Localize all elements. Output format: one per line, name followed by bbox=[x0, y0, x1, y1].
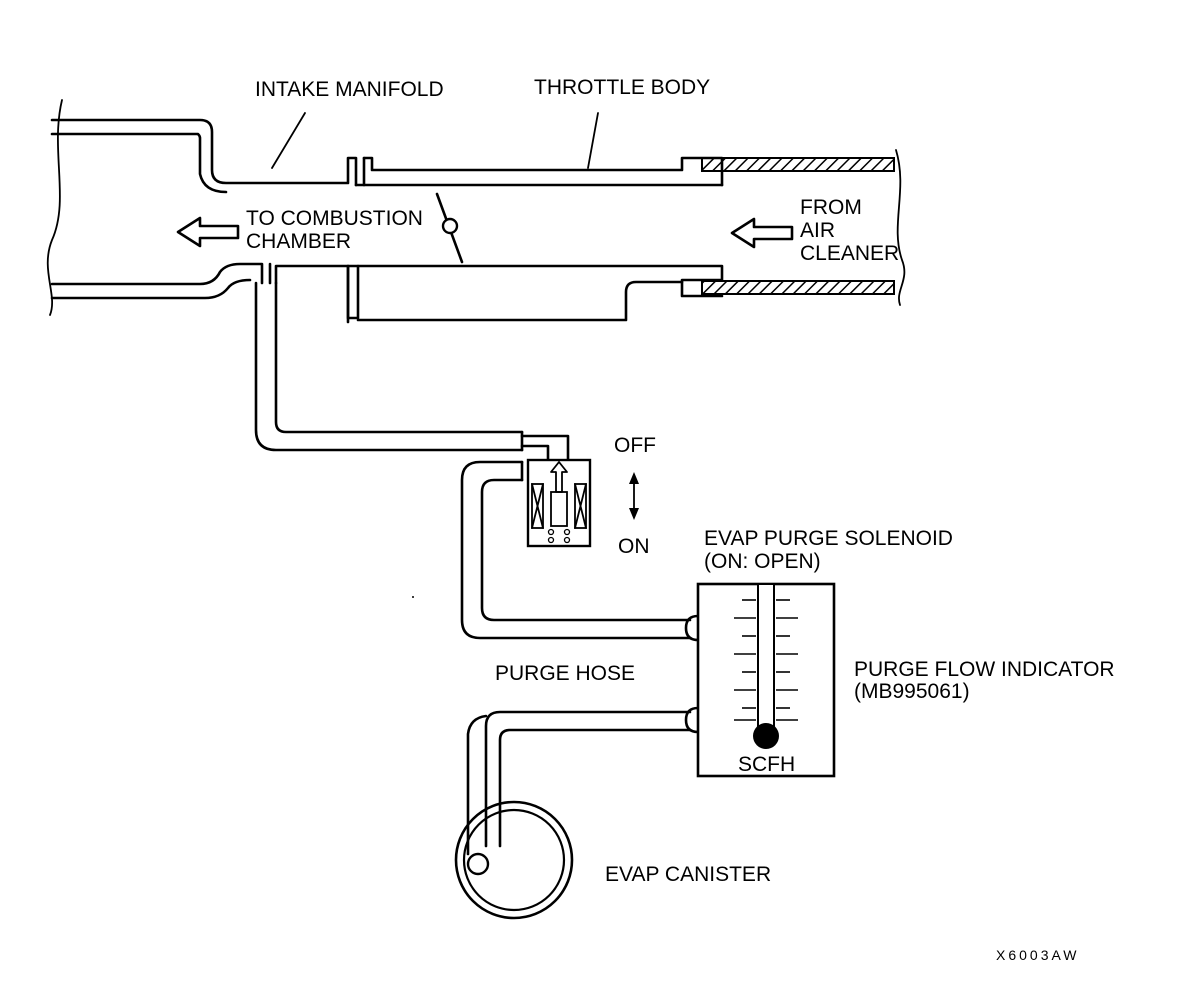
on-off-arrow-up bbox=[629, 472, 639, 484]
canister-hose-outer bbox=[466, 714, 488, 856]
figure-code: X6003AW bbox=[996, 947, 1080, 963]
purge-hose bbox=[460, 460, 692, 640]
scfh-label: SCFH bbox=[738, 753, 795, 776]
canister-hose bbox=[484, 710, 692, 848]
on-label: ON bbox=[618, 535, 650, 558]
indicator-port-upper bbox=[684, 614, 700, 642]
evap-canister-label: EVAP CANISTER bbox=[605, 863, 771, 886]
from-label: FROM bbox=[800, 196, 862, 219]
off-label: OFF bbox=[614, 434, 656, 457]
to-combustion-label: TO COMBUSTION bbox=[246, 207, 423, 230]
evap-canister-outer bbox=[454, 800, 574, 920]
vacuum-hose-inner bbox=[274, 281, 524, 434]
solenoid-inlet-port bbox=[520, 434, 570, 462]
on-off-arrow-down bbox=[629, 508, 639, 520]
evap-canister-inner bbox=[462, 808, 566, 912]
intake-manifold-label: INTAKE MANIFOLD bbox=[255, 78, 444, 101]
solenoid-coil-left-x2 bbox=[531, 483, 544, 529]
solenoid-plunger bbox=[550, 491, 568, 527]
indicator-port-lower bbox=[684, 706, 700, 734]
throttle-body-upper-wall bbox=[362, 156, 724, 187]
throttle-body-leader bbox=[587, 112, 599, 169]
purge-hose-label: PURGE HOSE bbox=[495, 662, 635, 685]
intake-break-line bbox=[46, 99, 63, 316]
air-label: AIR bbox=[800, 219, 835, 242]
intake-manifold-leader bbox=[271, 112, 306, 169]
solenoid-flow-arrow bbox=[550, 461, 568, 493]
evap-canister-port bbox=[466, 852, 490, 876]
indicator-part-number-label: (MB995061) bbox=[854, 680, 970, 703]
indicator-scale bbox=[734, 599, 798, 721]
indicator-tube bbox=[757, 583, 775, 731]
solenoid-spring-dot bbox=[563, 536, 571, 544]
throttle-body-lower-casing bbox=[346, 264, 684, 322]
intake-manifold-lower-wall-outer bbox=[50, 278, 252, 300]
right-break-line bbox=[895, 149, 906, 306]
intake-manifold-lower-wall bbox=[50, 262, 264, 286]
solenoid-coil-right-x2 bbox=[574, 483, 587, 529]
solenoid-spring-dot bbox=[563, 528, 571, 536]
stray-dot bbox=[412, 596, 414, 598]
air-cleaner-hose-lower bbox=[701, 280, 895, 295]
chamber-label: CHAMBER bbox=[246, 230, 351, 253]
vacuum-hose bbox=[254, 281, 524, 452]
throttle-body-label: THROTTLE BODY bbox=[534, 76, 710, 99]
purge-hose-inner bbox=[480, 478, 692, 622]
solenoid-spring-dot bbox=[547, 536, 555, 544]
air-cleaner-hose-upper bbox=[701, 157, 895, 172]
to-combustion-arrow bbox=[176, 216, 240, 248]
solenoid-state-label: (ON: OPEN) bbox=[704, 550, 821, 573]
evap-purge-solenoid-label: EVAP PURGE SOLENOID bbox=[704, 527, 953, 550]
intake-manifold-upper-wall bbox=[50, 118, 358, 187]
intake-manifold-upper-wall-inner bbox=[50, 132, 228, 194]
throttle-shaft bbox=[441, 217, 459, 235]
purge-flow-indicator-label: PURGE FLOW INDICATOR bbox=[854, 658, 1115, 681]
canister-hose-inner bbox=[498, 728, 692, 848]
indicator-float-ball bbox=[753, 723, 779, 749]
cleaner-label: CLEANER bbox=[800, 242, 899, 265]
from-air-cleaner-arrow bbox=[730, 217, 794, 249]
solenoid-spring-dot bbox=[547, 528, 555, 536]
